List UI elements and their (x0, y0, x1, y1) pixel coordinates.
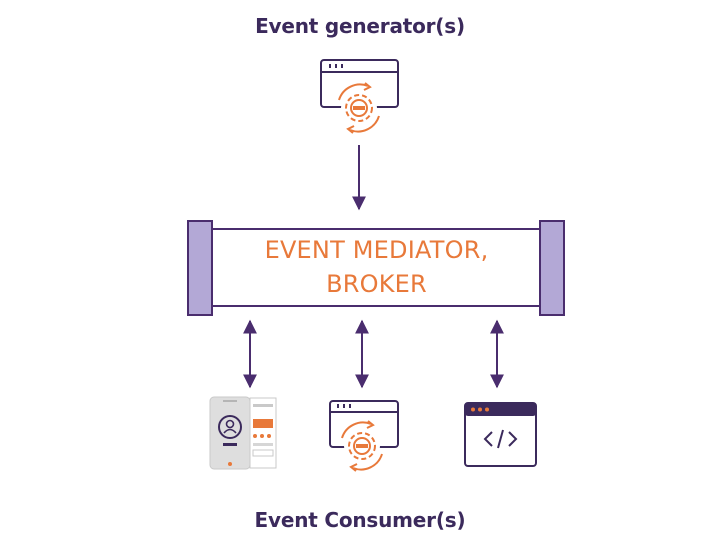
mobile-app-profile-icon (209, 396, 277, 470)
broker-right-cap (539, 220, 565, 316)
event-generators-title: Event generator(s) (255, 14, 465, 38)
consumer-web-gear-icon (329, 400, 399, 472)
broker-label-line2: BROKER (326, 270, 427, 298)
code-window-icon (464, 402, 537, 467)
generator-web-gear-icon (320, 59, 399, 134)
broker-label-line1: EVENT MEDIATOR, (264, 236, 489, 264)
event-consumers-title: Event Consumer(s) (254, 508, 466, 532)
broker-left-cap (187, 220, 213, 316)
broker-pipe (187, 220, 565, 316)
